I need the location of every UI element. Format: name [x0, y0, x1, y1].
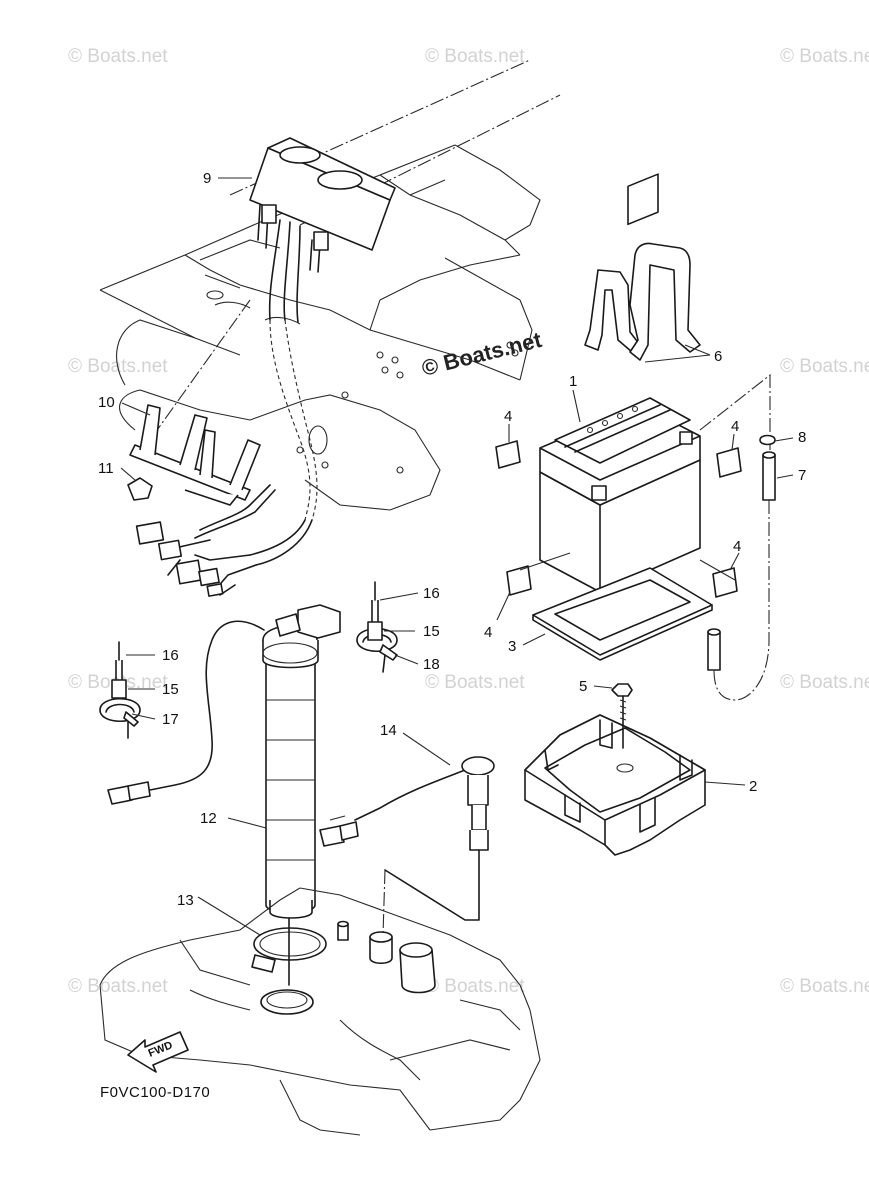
callout-9: 9: [203, 170, 211, 187]
callout-8: 8: [798, 429, 806, 446]
callout-10: 10: [98, 394, 115, 411]
part-2-battery-box: [524, 683, 706, 856]
part-3-mat: [532, 567, 713, 661]
callout-15: 15: [162, 681, 179, 698]
part-13-clamp: [251, 917, 327, 1015]
callout-4: 4: [484, 624, 492, 641]
callout-11: 11: [98, 460, 114, 477]
callout-18: 18: [423, 656, 440, 673]
callout-5: 5: [579, 678, 587, 695]
watermark: © Boats.net: [780, 356, 869, 377]
part-9-meter: [249, 137, 396, 323]
fuel-tank-hull: [99, 869, 541, 1136]
callout-16: 16: [162, 647, 179, 664]
hull-deck: [99, 59, 561, 511]
callout-4: 4: [504, 408, 512, 425]
callout-17: 17: [162, 711, 179, 728]
watermark: © Boats.net: [68, 976, 168, 997]
part-7-hose: [707, 434, 776, 701]
drawing-code: F0VC100-D170: [100, 1084, 210, 1101]
watermark: © Boats.net: [68, 46, 168, 67]
watermark: © Boats.net: [780, 46, 869, 67]
part-4-pads: [495, 440, 742, 598]
watermark: © Boats.net: [425, 976, 525, 997]
part-6-straps: [584, 242, 701, 361]
wire-harness: [135, 299, 318, 597]
callout-16: 16: [423, 585, 440, 602]
part-10-bracket: [127, 404, 261, 506]
callout-2: 2: [749, 778, 757, 795]
callout-6: 6: [714, 348, 722, 365]
callout-7: 7: [798, 467, 806, 484]
callout-1: 1: [569, 373, 577, 390]
callout-15: 15: [423, 623, 440, 640]
callout-3: 3: [508, 638, 516, 655]
watermark: © Boats.net: [780, 672, 869, 693]
callouts: 1 2 3 4 4 4 4 5 6 7 8 9 10 11 12 13 14 1…: [98, 170, 806, 909]
watermark: © Boats.net: [425, 672, 525, 693]
callout-4: 4: [731, 418, 739, 435]
watermarks: © Boats.net © Boats.net © Boats.net © Bo…: [68, 46, 869, 997]
callout-12: 12: [200, 810, 217, 827]
part-15-clamps: [99, 581, 398, 739]
part-14-sensor: [319, 756, 495, 921]
part-12-sender: [107, 604, 341, 919]
watermark: © Boats.net: [425, 46, 525, 67]
fwd-arrow: FWD: [127, 1031, 189, 1073]
watermark: © Boats.net: [780, 976, 869, 997]
callout-4: 4: [733, 538, 741, 555]
callout-13: 13: [177, 892, 194, 909]
leader-lines: [120, 177, 794, 936]
watermark: © Boats.net: [68, 356, 168, 377]
part-1-battery: [539, 173, 771, 593]
callout-14: 14: [380, 722, 397, 739]
